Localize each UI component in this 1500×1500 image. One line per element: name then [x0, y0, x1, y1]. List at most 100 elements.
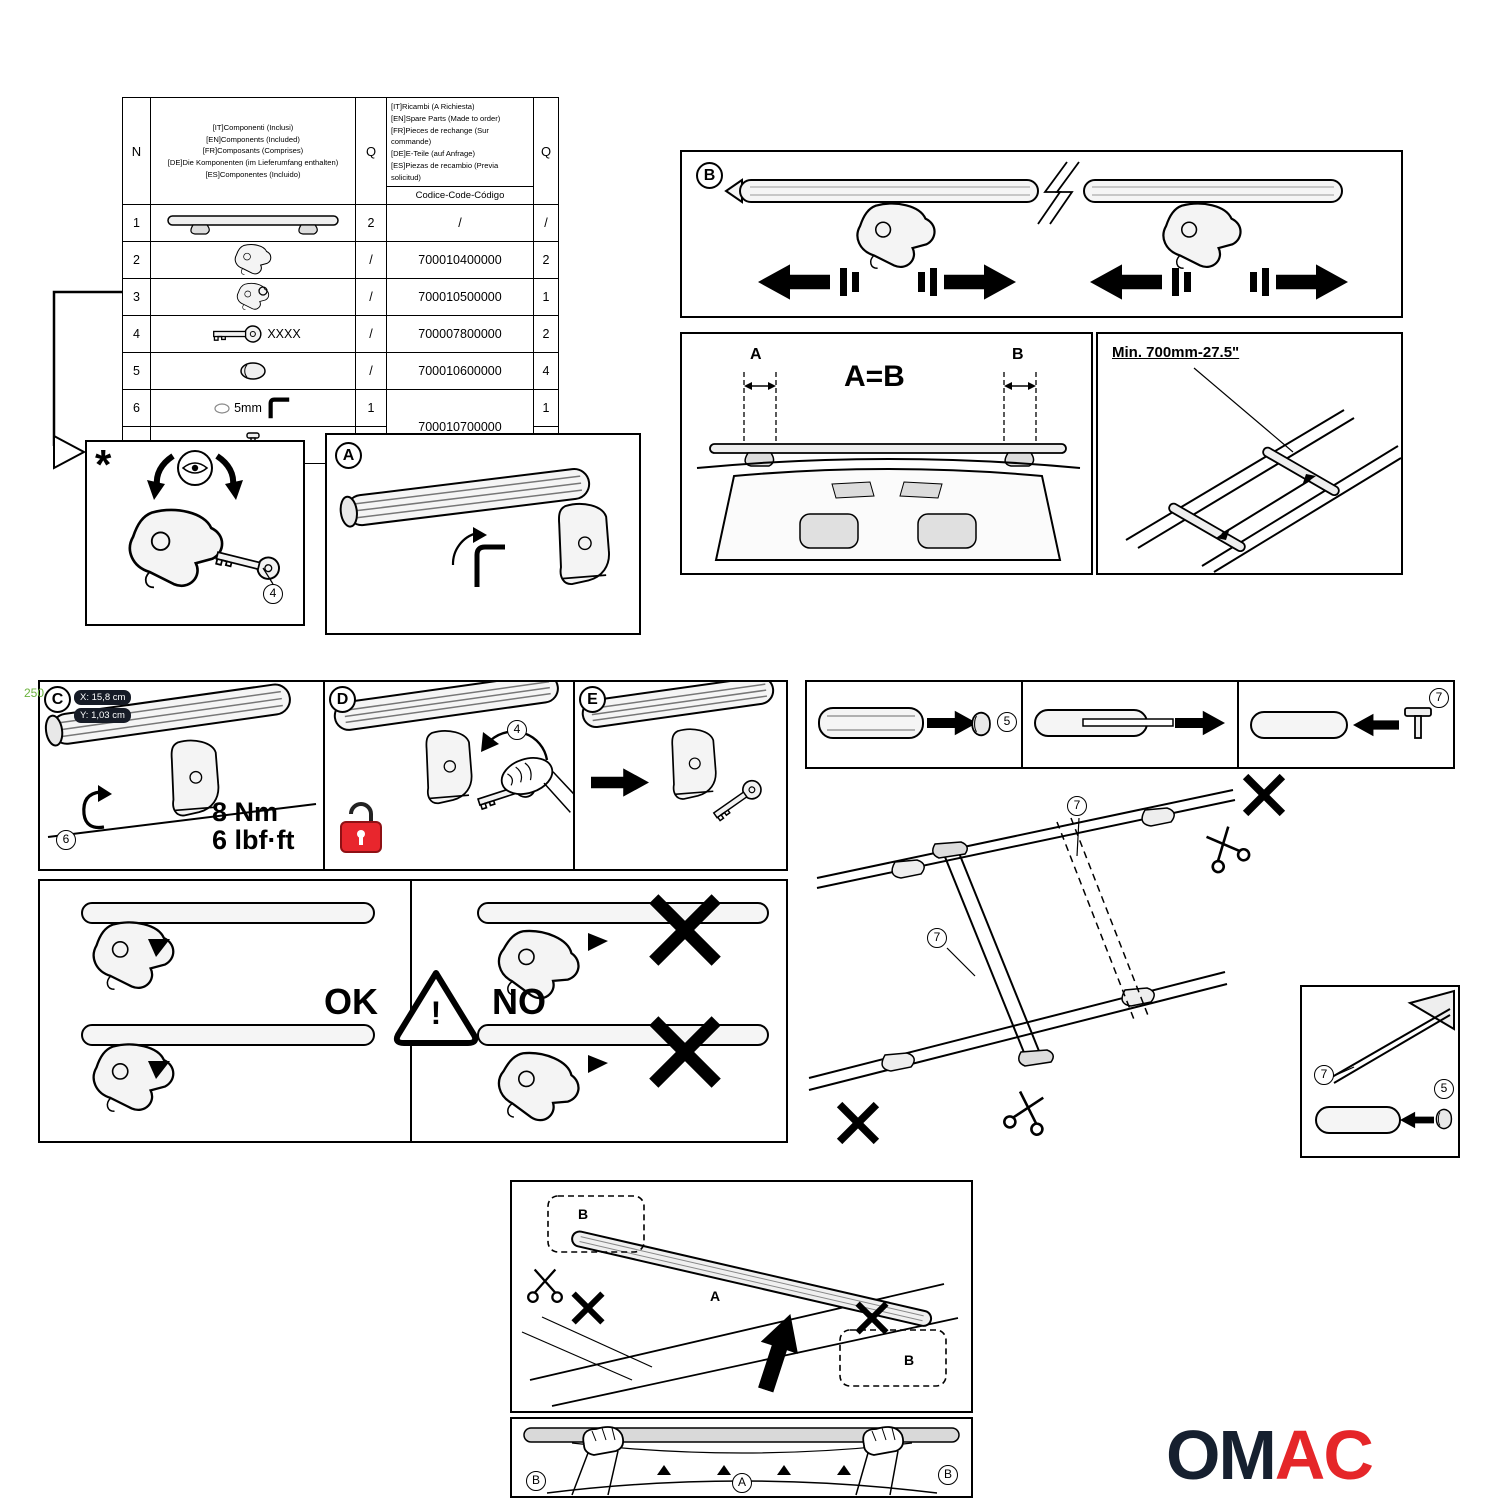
part-illustration-cell — [150, 204, 356, 243]
star-label: * — [95, 441, 112, 488]
panel-step-a: A — [325, 433, 641, 635]
hand-icon — [571, 1426, 625, 1496]
code-header: Codice-Code-Código — [387, 186, 533, 203]
table-row: 6 5mm 1 700010700000 1 — [122, 389, 559, 465]
torque-value: 8 Nm 6 lbf·ft — [212, 798, 294, 855]
allen-key-icon — [268, 397, 290, 419]
roof-spacing-illustration — [1125, 367, 1401, 573]
hand-icon — [500, 757, 573, 813]
key-icon — [213, 325, 262, 344]
x-mark-icon — [1246, 777, 1283, 814]
panel-equal-spacing: A B A=B — [680, 332, 1093, 575]
slide-right-arrow — [944, 264, 1016, 300]
key-code-label: XXXX — [267, 327, 301, 342]
left-foot-clamp — [856, 202, 936, 270]
part-ref-4: 4 — [263, 584, 283, 604]
step-label-d: D — [329, 686, 356, 713]
parts-table: N [IT]Componenti (Inclusi) [EN]Component… — [122, 96, 559, 465]
qty-included: / — [355, 278, 387, 317]
measure-label-b: B — [1012, 346, 1024, 363]
clamp-illustration — [128, 508, 224, 589]
y-offset-badge: Y: 1,03 cm — [74, 708, 131, 723]
part-ref-7: 7 — [927, 928, 947, 948]
key-illustration — [213, 544, 283, 583]
zone-label-b: B — [578, 1206, 589, 1222]
inner-rod-illustration — [1034, 709, 1225, 737]
roof-cutting-diagram: 7 7 — [795, 760, 1305, 1170]
spare-parts-languages: [IT]Ricambi (A Richiesta) [EN]Spare Part… — [391, 102, 501, 182]
key-illustration — [709, 776, 766, 824]
rail-clamp-icon — [234, 244, 272, 276]
qty-spare: 1 — [533, 278, 559, 317]
scissors-icon — [1198, 822, 1253, 876]
foot-illustration — [557, 502, 611, 586]
part-ref-7: 7 — [1314, 1065, 1334, 1085]
min-distance-label: Min. 700mm-27.5" — [1112, 344, 1240, 361]
omac-logo-ac: AC — [1274, 1416, 1374, 1494]
bar-install-illustration — [521, 1195, 959, 1407]
panel-step-d: D 4 — [323, 680, 575, 871]
qty-spare: 2 — [533, 241, 559, 280]
no-label: NO — [492, 981, 546, 1022]
foot-illustration — [671, 728, 717, 800]
part-code: 700010600000 — [386, 352, 534, 391]
part-code: 700007800000 — [386, 315, 534, 354]
carry-label-a: A — [732, 1473, 752, 1493]
qty-spare: 2 — [533, 315, 559, 354]
torque-step-illustration — [44, 683, 317, 838]
cross-bar-icon — [167, 215, 339, 235]
panel-min-distance: Min. 700mm-27.5" — [1096, 332, 1403, 575]
step-label-e: E — [579, 686, 606, 713]
step-label-a: A — [335, 442, 362, 469]
insert-arrow — [927, 710, 977, 736]
col-header-n: N — [122, 96, 151, 206]
fixing-pin-insert-illustration — [1250, 707, 1432, 739]
pull-arrow — [1175, 710, 1225, 736]
part-illustration-cell — [150, 352, 356, 391]
qty-spare: 4 — [533, 352, 559, 391]
car-front-illustration — [696, 372, 1081, 561]
slide-left-arrow — [758, 264, 830, 300]
table-row: 2 / 700010400000 2 — [122, 241, 559, 280]
part-illustration-cell: 5mm — [150, 389, 356, 428]
right-foot-clamp — [1162, 202, 1242, 270]
col-header-q-included: Q — [355, 96, 387, 206]
foot-illustration — [425, 729, 473, 805]
allen-key-icon — [474, 544, 505, 587]
part-number: 1 — [122, 204, 151, 243]
measure-label-a: A — [750, 346, 762, 363]
panel-step-e: E — [573, 680, 788, 871]
qty-spare: / — [533, 204, 559, 243]
qty-spare: 1 — [533, 389, 559, 428]
part-number: 4 — [122, 315, 151, 354]
col-header-included: [IT]Componenti (Inclusi) [EN]Components … — [150, 96, 356, 206]
part-illustration-cell: XXXX — [150, 315, 356, 354]
end-cap-icon — [971, 711, 991, 737]
panel-step-c: C X: 15,8 cm Y: 1,03 cm 8 Nm 6 lbf·ft 6 — [38, 680, 325, 871]
clamp-key-illustration — [128, 450, 283, 589]
bar-slide-illustration — [724, 161, 1348, 300]
scissors-icon — [527, 1268, 563, 1303]
table-row: 3 / 700010500000 1 — [122, 278, 559, 317]
zone-label-b: B — [904, 1352, 915, 1368]
col-header-q-spare: Q — [533, 96, 559, 206]
end-cap-icon — [1435, 1108, 1453, 1130]
panel-rod-cap-detail: 7 5 — [1300, 985, 1460, 1158]
qty-included: 2 — [355, 204, 387, 243]
key-remove-illustration — [581, 682, 775, 824]
panel-carry-bar: B A B — [510, 1417, 973, 1498]
rod-cap-illustration — [1315, 989, 1455, 1134]
correct-mount-illustration — [81, 902, 375, 1113]
panel-install-overview: B B A — [510, 1180, 973, 1413]
carry-label-b: B — [938, 1465, 958, 1485]
warning-triangle-icon — [393, 970, 479, 1046]
allen-size-label: 5mm — [234, 401, 262, 416]
table-row: 1 2 / / — [122, 204, 559, 243]
torque-lbf: 6 lbf·ft — [212, 825, 295, 856]
hand-icon — [855, 1426, 905, 1496]
qty-included: / — [355, 352, 387, 391]
part-number: 2 — [122, 241, 151, 280]
panel-ok-no: OK NO ! — [38, 879, 788, 1143]
step-label-b: B — [696, 162, 723, 189]
